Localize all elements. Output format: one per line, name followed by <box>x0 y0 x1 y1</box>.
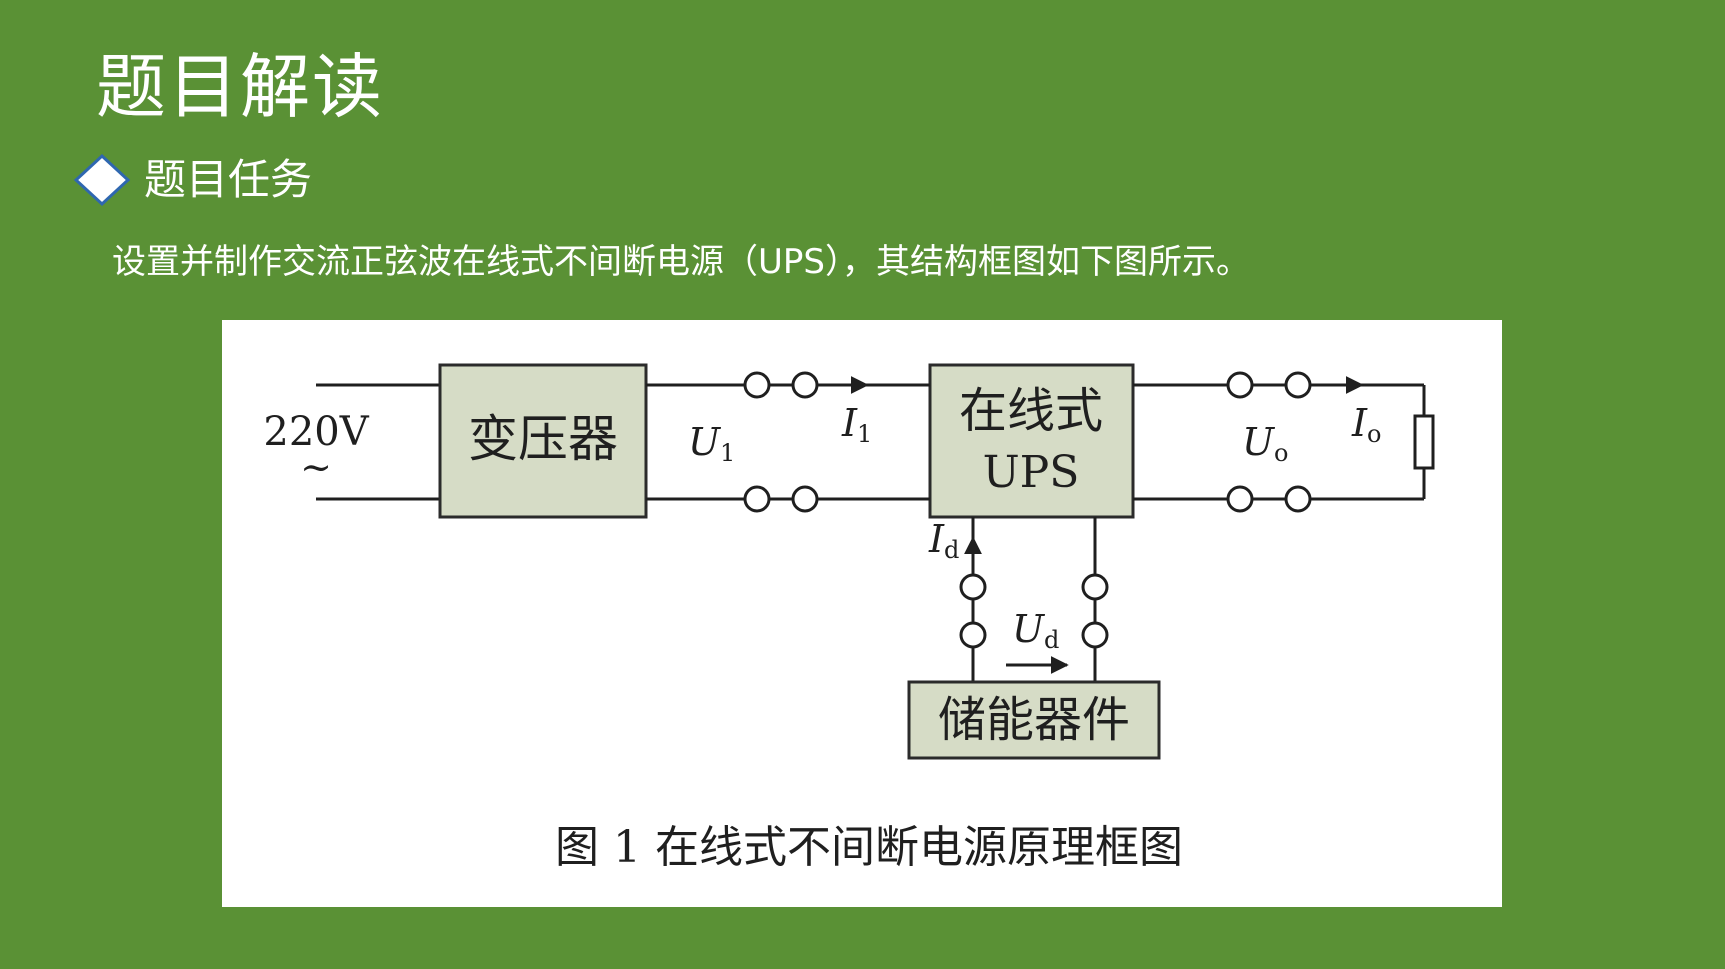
ac-symbol: ~ <box>300 445 332 489</box>
section-title: 题目任务 <box>144 155 313 204</box>
section-heading: 题目任务 <box>72 150 312 210</box>
uo-label: Uo <box>1242 420 1288 467</box>
diagram-canvas: 220V ~ 变压器 U1 I1 在线式 UPS Uo Io <box>263 363 1435 873</box>
storage-block <box>907 680 1161 760</box>
terminal-uo-top-right <box>1284 371 1312 399</box>
source-voltage-label: 220V <box>263 409 369 455</box>
ud-label: Ud <box>1012 607 1059 654</box>
diamond-bullet-icon <box>73 153 131 207</box>
id-label: Id <box>928 517 959 564</box>
transformer-label: 变压器 <box>468 410 618 468</box>
page-title: 题目解读 <box>96 46 384 128</box>
ups-block-diagram: 220V ~ 变压器 U1 I1 在线式 UPS Uo Io <box>222 320 1502 907</box>
ups-block <box>928 363 1135 519</box>
load-resistor <box>1413 414 1435 470</box>
terminal-ud-left-top <box>959 573 987 601</box>
figure-caption: 图 1 在线式不间断电源原理框图 <box>555 822 1183 873</box>
terminal-ud-right-bottom <box>1081 621 1109 649</box>
transformer-block <box>438 363 648 519</box>
terminal-uo-bottom-right <box>1284 485 1312 513</box>
terminal-u1-top-right <box>791 371 819 399</box>
task-description: 设置并制作交流正弦波在线式不间断电源（UPS），其结构框图如下图所示。 <box>112 242 1250 282</box>
io-label: Io <box>1351 401 1381 448</box>
terminal-u1-bottom-right <box>791 485 819 513</box>
terminal-u1-bottom-left <box>743 485 771 513</box>
ups-label-line1: 在线式 <box>959 383 1103 439</box>
terminal-uo-top-left <box>1226 371 1254 399</box>
terminal-ud-right-top <box>1081 573 1109 601</box>
storage-label: 储能器件 <box>938 692 1130 748</box>
terminal-ud-left-bottom <box>959 621 987 649</box>
terminal-uo-bottom-left <box>1226 485 1254 513</box>
terminal-u1-top-left <box>743 371 771 399</box>
ups-label-line2: UPS <box>983 447 1080 498</box>
i1-label: I1 <box>841 401 872 448</box>
u1-label: U1 <box>688 420 735 467</box>
